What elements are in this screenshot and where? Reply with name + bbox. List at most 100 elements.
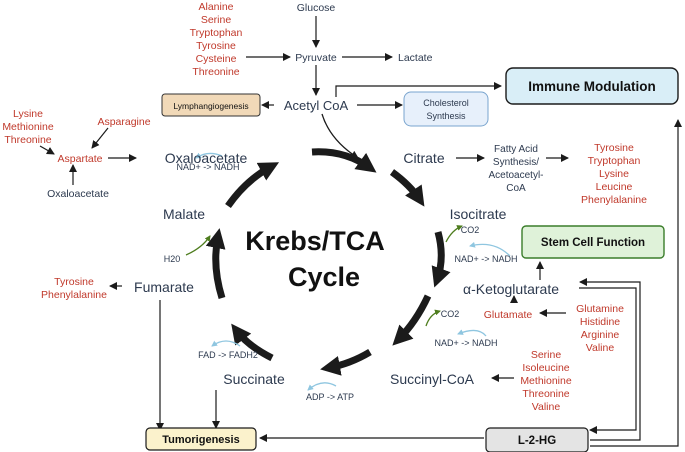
fumarate-aa-2: Phenylalanine <box>41 289 107 301</box>
cycle-arrow-succinylcoa-to-succinate <box>320 348 372 376</box>
aa-valine: Valine <box>586 342 615 354</box>
cycle-arrow-oaa-to-citrate <box>311 148 377 173</box>
fatty-acid-line-3: Acetoacetyl- <box>488 170 543 181</box>
adp-label: ADP -> ATP <box>306 392 354 402</box>
aa-tryptophan: Tryptophan <box>190 27 243 39</box>
arc-fad <box>211 340 241 347</box>
aa-isoleucine: Isoleucine <box>522 362 569 374</box>
oxaloacetate-label: Oxaloacetate <box>165 150 248 166</box>
cycle-arrow-akg-to-succinylcoa <box>392 294 432 346</box>
arc-adp <box>307 382 337 391</box>
aa-lysine: Lysine <box>13 108 43 120</box>
glucose-label: Glucose <box>297 2 336 14</box>
fumarate-aa-1: Tyrosine <box>54 276 94 288</box>
connector-arrows <box>39 16 682 447</box>
stem-cell-box <box>521 225 665 259</box>
succinate-label: Succinate <box>223 371 285 387</box>
glutamate-label: Glutamate <box>484 309 533 321</box>
tumorigenesis-box <box>145 427 257 451</box>
asparagine-label: Asparagine <box>97 116 150 128</box>
arrow-l2hg-akg <box>579 278 641 441</box>
aa-tyrosine-right: Tyrosine <box>594 142 634 154</box>
aa-tryptophan-right: Tryptophan <box>588 155 641 167</box>
isocitrate-label: Isocitrate <box>450 206 507 222</box>
cycle-arrow-citrate-to-isocitrate <box>389 169 425 207</box>
succinyl-coa-label: Succinyl-CoA <box>390 371 475 387</box>
arc-h2o <box>185 235 211 256</box>
arrow-lysine-aspartate <box>39 145 55 155</box>
aa-arginine: Arginine <box>581 329 620 341</box>
aa-leucine: Leucine <box>596 181 633 193</box>
malate-label: Malate <box>163 206 205 222</box>
fatty-acid-line-4: CoA <box>506 183 526 194</box>
aa-serine-right: Serine <box>531 349 562 361</box>
stem-cell-label: Stem Cell Function <box>541 237 645 249</box>
arc-nad-akg <box>457 329 487 337</box>
oxaloacetate-small-label: Oxaloacetate <box>47 188 109 200</box>
aspartate-label: Aspartate <box>58 153 103 165</box>
arc-nad-iso <box>469 241 511 257</box>
arrow-asparagine-aspartate <box>91 127 109 149</box>
aa-serine: Serine <box>201 14 232 26</box>
nad-iso-label: NAD+ -> NADH <box>454 254 517 264</box>
cycle-arrow-succinate-to-fumarate <box>231 323 274 362</box>
aa-threonine-left: Threonine <box>4 134 51 146</box>
nad-malate-label: NAD+ -> NADH <box>176 162 239 172</box>
aa-alanine: Alanine <box>198 1 233 13</box>
succinyl-amino-acids: Serine Isoleucine Methionine Threonine V… <box>520 349 572 413</box>
cholesterol-line-2: Synthesis <box>426 111 466 121</box>
aa-cysteine: Cysteine <box>196 53 237 65</box>
pyruvate-label: Pyruvate <box>295 52 337 64</box>
arrow-acetylcoa-immune <box>335 82 502 97</box>
ketogenic-amino-acids: Tyrosine Tryptophan Lysine Leucine Pheny… <box>581 142 647 206</box>
cycle-arrow-fumarate-to-malate <box>205 228 226 300</box>
aa-threonine-right: Threonine <box>522 388 569 400</box>
arrow-l2hg-immune <box>590 119 682 447</box>
fumarate-label: Fumarate <box>134 279 194 295</box>
tumorigenesis-label: Tumorigenesis <box>162 434 239 446</box>
aa-methionine: Methionine <box>2 121 54 133</box>
cholesterol-box <box>403 91 489 127</box>
co2-iso-label: CO2 <box>461 225 480 235</box>
aa-glutamine: Glutamine <box>576 303 624 315</box>
aa-phenylalanine-right: Phenylalanine <box>581 194 647 206</box>
aa-tyrosine: Tyrosine <box>196 40 236 52</box>
arc-co2-akg <box>425 309 441 327</box>
arc-nad-malate <box>195 152 223 159</box>
cofactor-arcs <box>185 152 511 391</box>
fatty-acid-label: Fatty Acid Synthesis/ Acetoacetyl- CoA <box>488 144 543 194</box>
aa-methionine-right: Methionine <box>520 375 572 387</box>
citrate-label: Citrate <box>403 150 444 166</box>
aa-valine-right: Valine <box>532 401 561 413</box>
arrow-acetylcoa-citrate <box>321 113 359 159</box>
fatty-acid-line-1: Fatty Acid <box>494 144 538 155</box>
lymphangiogenesis-label: Lymphangiogenesis <box>173 101 248 111</box>
co2-akg-label: CO2 <box>441 309 460 319</box>
arc-co2-iso <box>445 225 463 243</box>
immune-modulation-label: Immune Modulation <box>528 79 656 94</box>
alpha-kg-label: α-Ketoglutarate <box>463 281 559 297</box>
h2o-label: H20 <box>164 254 181 264</box>
glutamate-amino-acids: Glutamine Histidine Arginine Valine <box>576 303 624 354</box>
left-amino-acids: Lysine Methionine Threonine <box>2 108 54 146</box>
center-title-line-1: Krebs/TCA <box>245 226 385 256</box>
top-amino-acids: Alanine Serine Tryptophan Tyrosine Cyste… <box>190 1 243 78</box>
immune-modulation-box <box>505 67 679 105</box>
l2hg-label: L-2-HG <box>518 435 556 447</box>
arrow-akg-l2hg <box>579 287 637 434</box>
cycle-arrow-malate-to-oaa <box>225 162 280 209</box>
lactate-label: Lactate <box>398 52 433 64</box>
cycle-arrows <box>205 148 451 376</box>
nad-akg-label: NAD+ -> NADH <box>434 338 497 348</box>
lymphangiogenesis-box <box>161 93 261 117</box>
l2hg-box <box>485 427 589 452</box>
fad-label: FAD -> FADH2 <box>198 350 258 360</box>
aa-histidine: Histidine <box>580 316 620 328</box>
acetyl-coa-label: Acetyl CoA <box>284 98 349 113</box>
aa-lysine-right: Lysine <box>599 168 629 180</box>
cholesterol-line-1: Cholesterol <box>423 98 469 108</box>
aa-threonine: Threonine <box>192 66 239 78</box>
center-title-line-2: Cycle <box>288 262 360 292</box>
cycle-arrow-isocitrate-to-akg <box>431 231 451 288</box>
